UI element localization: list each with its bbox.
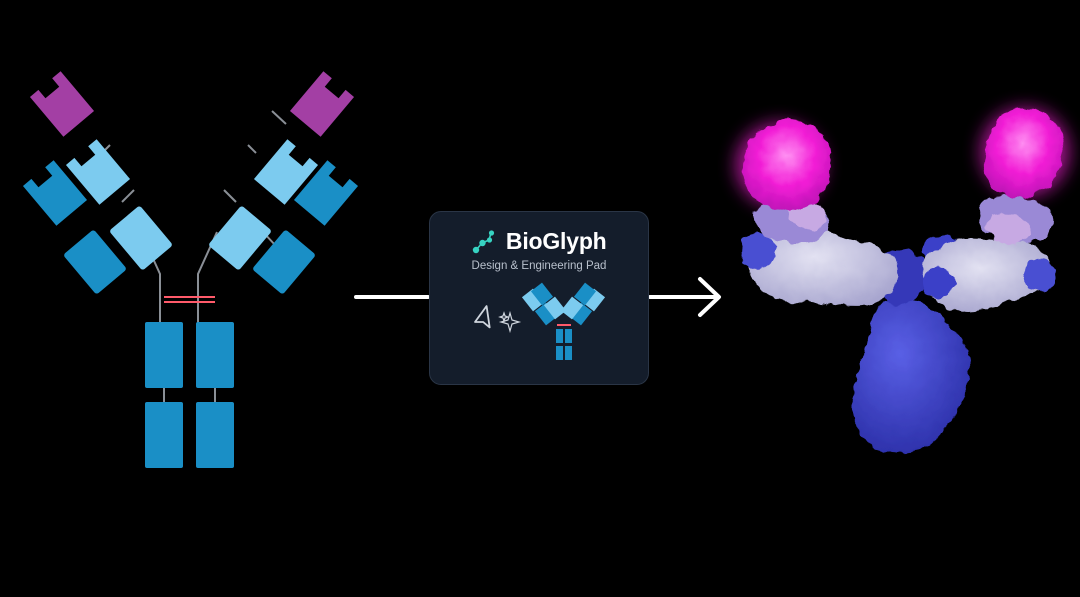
antibody-schematic xyxy=(22,71,359,468)
fab-arm-right xyxy=(209,71,359,294)
pointer-cursor-icon xyxy=(474,305,491,329)
ch2-right xyxy=(196,322,234,388)
fab-surface-right xyxy=(922,238,1051,312)
heavy-chain-ch1-right xyxy=(253,230,315,294)
brand-name: BioGlyph xyxy=(505,228,607,254)
card-illustration xyxy=(474,282,606,360)
ch3-right xyxy=(196,402,234,468)
variable-tip-right xyxy=(289,71,355,137)
brand-tagline: Design & Engineering Pad xyxy=(471,260,607,272)
arrow-right-icon xyxy=(648,277,721,317)
disulfide-bridge xyxy=(164,296,215,303)
fab-surface-left xyxy=(746,224,899,307)
fc-region xyxy=(145,322,234,468)
variable-surface-right xyxy=(983,107,1063,198)
heavy-chain-ch1-left xyxy=(64,230,126,294)
variable-surface-left xyxy=(742,119,831,211)
brand: BioGlyph xyxy=(430,228,648,255)
antibody-3d-surface-render xyxy=(736,107,1069,453)
molecule-icon xyxy=(473,229,495,253)
ch3-left xyxy=(145,402,183,468)
light-chain-vl-left xyxy=(65,139,131,205)
variable-tip-left xyxy=(29,71,95,137)
design-pad-card[interactable]: BioGlyph Design & Engineering Pad xyxy=(429,211,649,385)
fab-arm-left xyxy=(22,71,172,294)
mini-antibody-icon xyxy=(521,282,606,360)
light-chain-vl-right xyxy=(253,139,319,205)
sparkle-icon xyxy=(498,310,522,334)
ch2-left xyxy=(145,322,183,388)
heavy-chain-vh-right xyxy=(293,160,359,226)
light-chain-cl-left xyxy=(110,206,172,270)
light-chain-cl-right xyxy=(209,206,271,270)
fc-surface xyxy=(852,299,971,453)
heavy-chain-vh-left xyxy=(22,160,88,226)
